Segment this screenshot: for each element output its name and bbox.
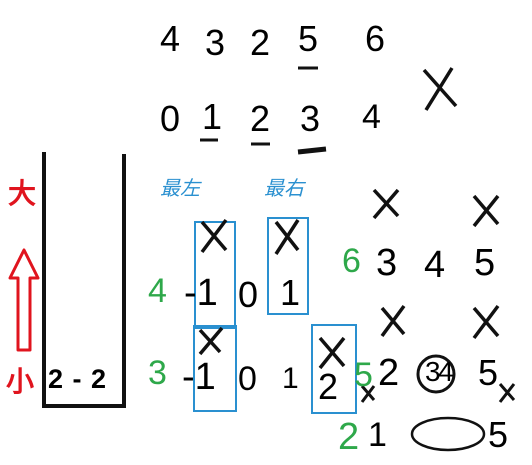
label-small: 小 — [6, 365, 35, 398]
row3-right-value: 3 — [376, 242, 398, 284]
row1-value: 4 — [160, 18, 181, 59]
cross-mark — [472, 194, 500, 228]
row3-left-value: 0 — [238, 274, 259, 315]
cross-mark — [198, 326, 224, 356]
row4-left-value: 1 — [282, 362, 299, 395]
cross-mark — [372, 188, 400, 220]
label-leftmost: 最左 — [160, 176, 200, 200]
row4-right-value: 2 — [378, 352, 400, 394]
window-box-right — [267, 217, 309, 315]
row3-right-value: 4 — [424, 244, 446, 286]
cross-mark — [318, 336, 346, 370]
label-rightmost: 最右 — [264, 176, 304, 200]
row2-value: 4 — [362, 98, 381, 136]
green-count: 4 — [148, 272, 167, 310]
row4-left-value: 0 — [238, 360, 257, 398]
green-count: 6 — [342, 242, 361, 280]
row1-value: 3 — [205, 22, 226, 63]
stack-container — [42, 152, 126, 408]
green-count: 5 — [354, 356, 373, 394]
up-arrow — [8, 248, 40, 352]
label-big: 大 — [8, 177, 37, 210]
underline-mark — [297, 146, 327, 155]
cross-mark — [360, 385, 376, 403]
window-box-right-2 — [311, 324, 357, 414]
cross-mark — [200, 218, 228, 254]
row3-left-value: -1 — [184, 272, 218, 314]
stack-value: 2 - 2 — [48, 364, 108, 394]
circle-mark — [416, 354, 456, 394]
row5-value: 5 — [488, 414, 509, 455]
row2-value: 0 — [160, 98, 181, 139]
ellipse-mark — [410, 416, 486, 452]
window-box-left — [194, 221, 236, 329]
cross-mark — [498, 383, 516, 403]
row2-value: 3 — [300, 98, 321, 139]
row3-right-value: 5 — [474, 242, 496, 284]
row4-left-value: 2 — [318, 366, 339, 407]
cross-mark — [472, 304, 500, 340]
row5-value: 1 — [368, 416, 387, 454]
row1-value: 6 — [365, 18, 386, 59]
row1-value: 2 — [250, 22, 271, 63]
row2-value: 1 — [202, 96, 223, 137]
row4-right-value: 4 — [438, 356, 454, 387]
row5-value: 2 — [338, 416, 360, 458]
row1-value: 5 — [298, 18, 319, 59]
cross-mark — [422, 67, 458, 111]
row3-left-value: 1 — [280, 272, 301, 313]
green-count: 3 — [148, 354, 167, 392]
row2-value: 2 — [250, 98, 271, 139]
row4-right-value: 5 — [478, 352, 499, 393]
row4-right-value: 3 — [425, 356, 441, 387]
cross-mark — [380, 304, 406, 338]
window-box-left-2 — [193, 325, 237, 412]
cross-mark — [274, 219, 300, 255]
row4-left-value: -1 — [182, 356, 216, 398]
